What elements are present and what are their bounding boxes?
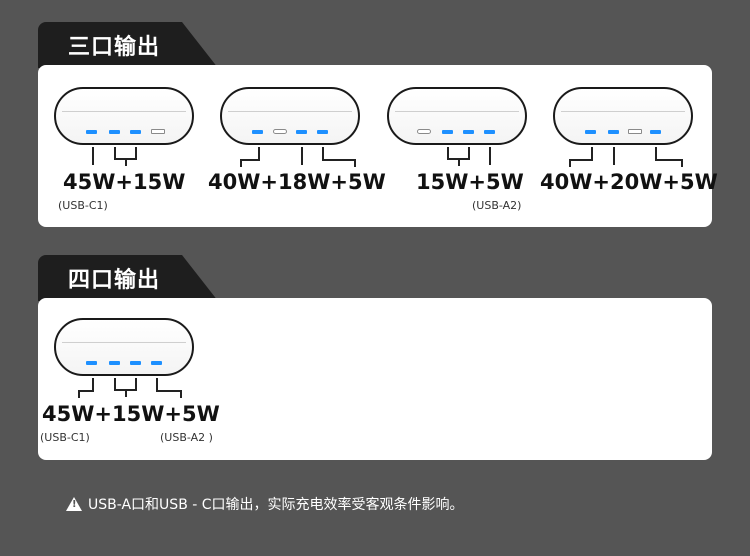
connector-line — [92, 147, 94, 165]
usb-c-port — [484, 130, 495, 134]
connector-line — [156, 390, 182, 392]
usb-a-port — [151, 129, 165, 134]
connector-line — [125, 158, 127, 166]
port-note-1: (USB-C1) — [58, 199, 108, 212]
connector-line — [114, 378, 116, 390]
connector-line — [156, 378, 158, 392]
connector-line — [135, 378, 137, 390]
charger-body — [387, 87, 527, 145]
connector-line — [240, 159, 242, 167]
usb-a-port — [628, 129, 642, 134]
connector-line — [591, 147, 593, 161]
connector-line — [681, 159, 683, 167]
connector-line — [240, 159, 260, 161]
connector-line — [489, 147, 491, 165]
usb-c-port — [296, 130, 307, 134]
usb-c-port — [151, 361, 162, 365]
usb-c-port — [650, 130, 661, 134]
charger-body — [54, 87, 194, 145]
usb-a-port — [417, 129, 431, 134]
connector-line — [569, 159, 571, 167]
charger-body — [54, 318, 194, 376]
connector-line — [114, 147, 116, 159]
usb-c-port — [463, 130, 474, 134]
usb-c-port — [109, 130, 120, 134]
output-watts-3: 15W+5W — [416, 170, 524, 194]
charger-device-2 — [220, 87, 360, 217]
usb-c-port — [86, 361, 97, 365]
connector-line — [78, 390, 94, 392]
connector-line — [180, 390, 182, 398]
usb-c-port — [130, 361, 141, 365]
charger-device-5 — [54, 318, 194, 448]
connector-line — [301, 147, 303, 165]
port-note-left: (USB-C1) — [40, 431, 90, 444]
usb-c-port — [317, 130, 328, 134]
charger-body — [220, 87, 360, 145]
output-watts-4: 40W+20W+5W — [540, 170, 718, 194]
connector-line — [458, 158, 460, 166]
connector-line — [447, 147, 449, 159]
usb-c-port — [442, 130, 453, 134]
connector-line — [258, 147, 260, 161]
connector-line — [125, 389, 127, 397]
usb-c-port — [608, 130, 619, 134]
usb-c-port — [109, 361, 120, 365]
section-title-text: 三口输出 — [68, 35, 161, 60]
charger-device-3 — [387, 87, 527, 217]
footer-note: USB-A口和USB - C口输出，实际充电效率受客观条件影响。 — [66, 494, 464, 514]
port-note-3: (USB-A2) — [472, 199, 522, 212]
connector-line — [655, 159, 683, 161]
port-note-right: (USB-A2 ) — [160, 431, 213, 444]
connector-line — [655, 147, 657, 161]
footer-text: USB-A口和USB - C口输出，实际充电效率受客观条件影响。 — [88, 497, 464, 513]
connector-line — [92, 378, 94, 392]
connector-line — [569, 159, 593, 161]
connector-line — [322, 159, 356, 161]
connector-line — [322, 147, 324, 161]
output-watts-5: 45W+15W+5W — [42, 402, 220, 426]
section-title-text: 四口输出 — [68, 268, 161, 293]
output-watts-1: 45W+15W — [63, 170, 186, 194]
connector-line — [135, 147, 137, 159]
connector-line — [78, 390, 80, 398]
connector-line — [468, 147, 470, 159]
charger-body — [553, 87, 693, 145]
connector-line — [613, 147, 615, 165]
output-watts-2: 40W+18W+5W — [208, 170, 386, 194]
usb-c-port — [130, 130, 141, 134]
warning-icon — [66, 497, 82, 511]
usb-c-port — [252, 130, 263, 134]
charger-device-4 — [553, 87, 693, 217]
usb-c-port — [585, 130, 596, 134]
charger-device-1 — [54, 87, 194, 217]
connector-line — [354, 159, 356, 167]
usb-c-port — [86, 130, 97, 134]
usb-a-port — [273, 129, 287, 134]
section-title-four-port: 四口输出 — [38, 255, 218, 301]
section-title-three-port: 三口输出 — [38, 22, 218, 68]
